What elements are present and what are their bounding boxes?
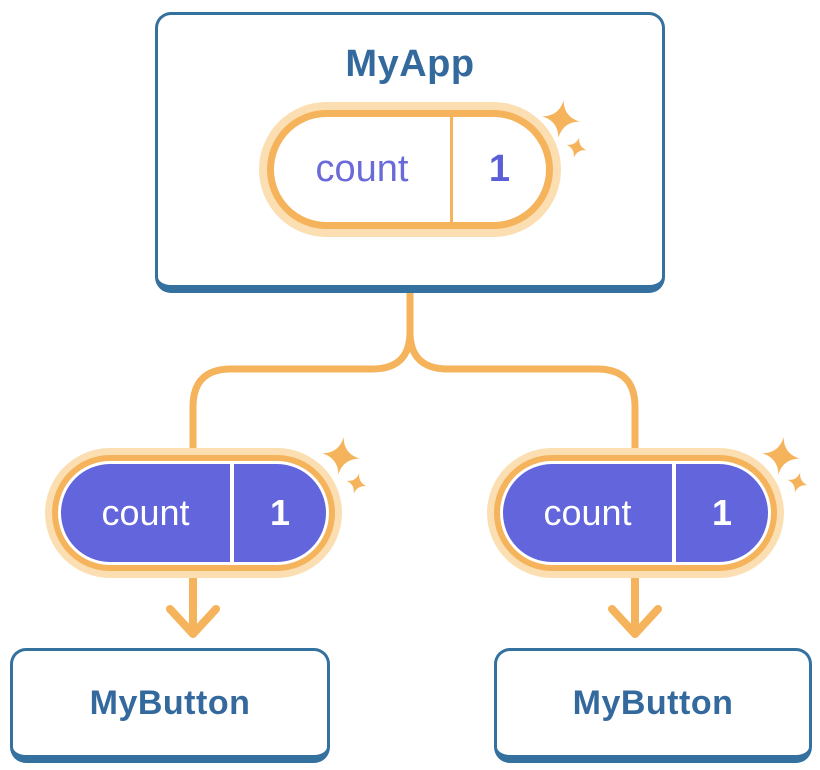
state-pill-halo: count 1 xyxy=(487,448,784,578)
state-pill-left-child: count 1 xyxy=(45,448,342,578)
component-node-myapp: MyApp count 1 xyxy=(155,12,665,293)
state-name: count xyxy=(543,492,632,533)
sparkle-icon xyxy=(322,437,360,475)
state-pill-right-child: count 1 xyxy=(487,448,784,578)
state-pill-root: count 1 xyxy=(259,102,561,237)
state-pill-ring: count 1 xyxy=(52,455,335,571)
sparkle-icon xyxy=(762,437,800,475)
component-title: MyApp xyxy=(345,43,475,85)
state-value: 1 xyxy=(450,117,546,222)
branch-left-line xyxy=(189,331,414,452)
state-pill-ring: count 1 xyxy=(267,110,553,229)
state-value: 1 xyxy=(672,464,768,562)
component-title: MyButton xyxy=(572,683,734,722)
state-pill-ring: count 1 xyxy=(494,455,777,571)
state-pill-gap: count 1 xyxy=(500,461,771,565)
state-pill-body: count 1 xyxy=(61,464,326,562)
component-node-mybutton-left: MyButton xyxy=(10,648,330,763)
sparkle-icon xyxy=(542,100,580,138)
right-arrow-head-icon xyxy=(608,605,662,638)
component-title: MyButton xyxy=(89,683,251,722)
sparkle-icon xyxy=(566,137,587,158)
state-pill-gap: count 1 xyxy=(58,461,329,565)
state-name: count xyxy=(101,492,190,533)
state-value: 1 xyxy=(230,464,326,562)
sparkle-icon xyxy=(787,472,808,493)
state-pill-body: count 1 xyxy=(503,464,768,562)
left-arrow-head-icon xyxy=(166,605,220,638)
component-node-mybutton-right: MyButton xyxy=(494,648,812,763)
state-pill-body: count 1 xyxy=(274,117,546,222)
sparkle-icon xyxy=(346,473,367,494)
branch-right-line xyxy=(406,331,639,452)
state-name: count xyxy=(315,148,409,190)
state-pill-halo: count 1 xyxy=(45,448,342,578)
